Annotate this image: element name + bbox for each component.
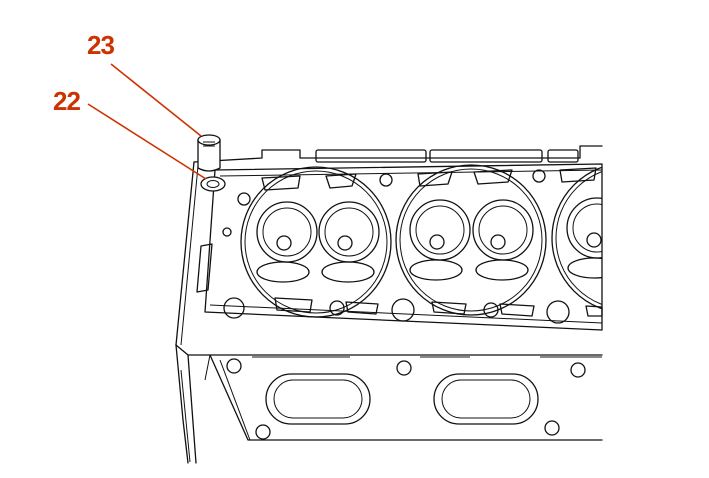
callout-22: 22 — [53, 86, 81, 116]
top-slots — [315, 149, 579, 163]
chamber-1 — [240, 166, 392, 318]
valve-2a — [409, 199, 471, 261]
valve-2b — [472, 199, 534, 261]
valve-1a — [256, 201, 318, 263]
passages-bottom — [223, 297, 603, 324]
chamber-3-partial — [551, 166, 602, 310]
leader-lines — [87, 63, 207, 180]
left-slot — [196, 243, 213, 293]
valve-1b — [318, 201, 380, 263]
washer-22 — [200, 176, 226, 192]
leader-23 — [110, 63, 202, 137]
exhaust-port-1 — [265, 373, 371, 425]
leader-22 — [87, 103, 207, 180]
callout-23: 23 — [87, 30, 115, 60]
chamber-2 — [395, 164, 547, 316]
exhaust-port-2 — [433, 373, 539, 425]
gasket-face — [204, 163, 603, 331]
passages-top — [222, 167, 597, 237]
manifold-flange — [219, 356, 602, 441]
head-outline — [175, 145, 603, 464]
stud-23 — [197, 134, 221, 172]
